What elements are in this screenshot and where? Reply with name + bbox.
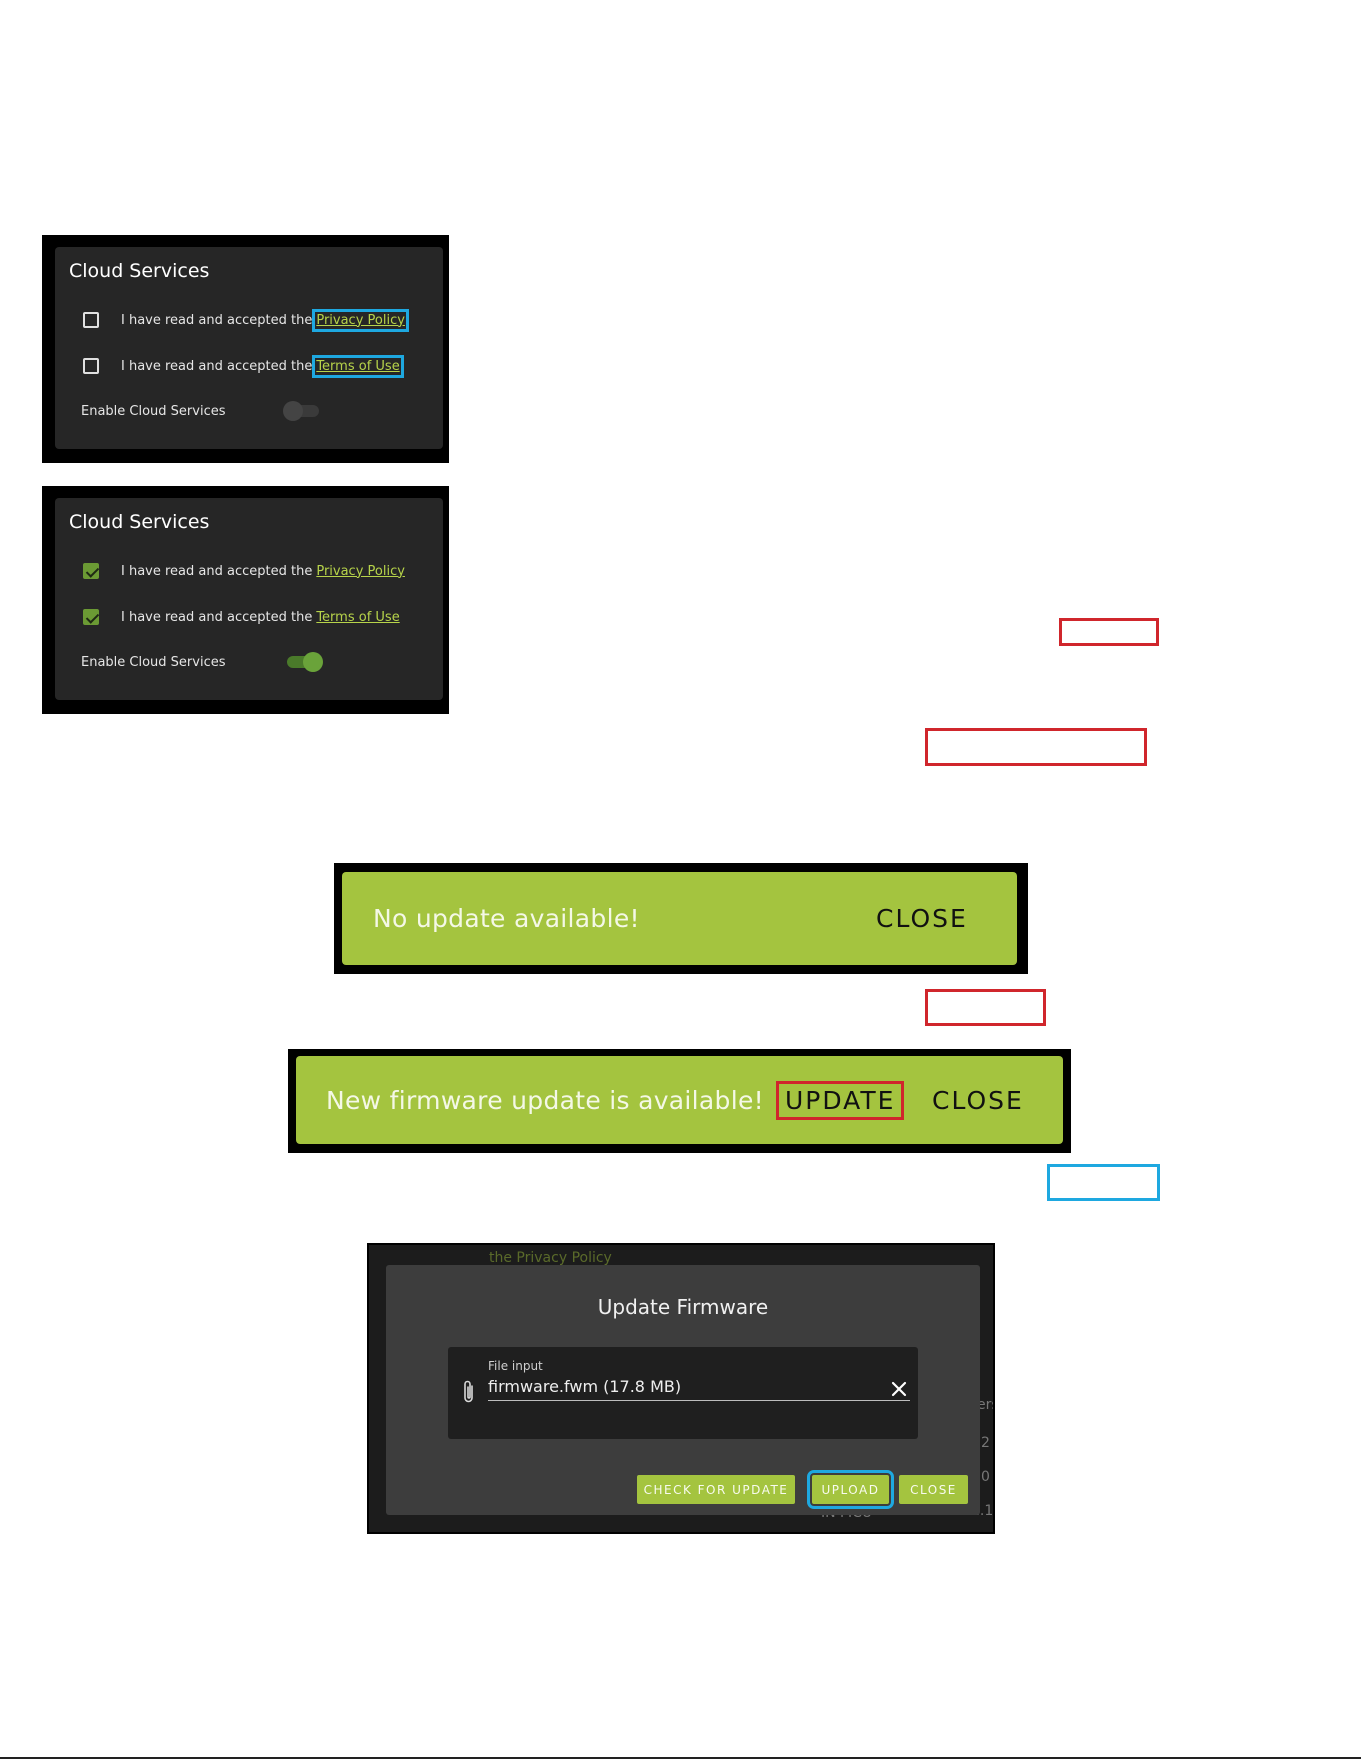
update-firmware-screenshot: the Privacy Policy ers 2 0 1.1 IN MCU Up… <box>367 1243 995 1534</box>
file-input-field[interactable]: File input firmware.fwm (17.8 MB) <box>448 1347 918 1439</box>
cloud-services-card: Cloud Services I have read and accepted … <box>55 247 443 449</box>
cloud-services-card: Cloud Services I have read and accepted … <box>55 498 443 700</box>
snackbar-no-update: No update available! CLOSE <box>334 863 1028 974</box>
annotation-box-red-3 <box>925 989 1046 1026</box>
privacy-policy-checkbox[interactable] <box>83 312 99 328</box>
page-divider <box>0 1757 1361 1759</box>
file-input-label: File input <box>488 1359 543 1373</box>
privacy-policy-checkbox[interactable] <box>83 563 99 579</box>
enable-cloud-services-toggle[interactable] <box>283 652 323 672</box>
snackbar-new-firmware: New firmware update is available! UPDATE… <box>288 1049 1071 1153</box>
snackbar-body: New firmware update is available! UPDATE… <box>296 1056 1063 1144</box>
terms-of-use-checkbox[interactable] <box>83 358 99 374</box>
annotation-box-red-2 <box>925 728 1147 766</box>
cloud-services-title: Cloud Services <box>69 260 210 282</box>
paperclip-icon <box>464 1380 473 1403</box>
snackbar-body: No update available! CLOSE <box>342 872 1017 965</box>
update-firmware-dialog: Update Firmware File input firmware.fwm … <box>386 1265 980 1515</box>
terms-of-use-text: I have read and accepted the <box>121 609 313 625</box>
enable-cloud-services-toggle[interactable] <box>283 401 323 421</box>
snackbar-message: New firmware update is available! <box>326 1085 764 1115</box>
privacy-policy-link[interactable]: Privacy Policy <box>312 308 409 332</box>
snackbar-close-button[interactable]: CLOSE <box>932 1085 1024 1115</box>
check-for-update-button[interactable]: CHECK FOR UPDATE <box>637 1475 795 1504</box>
privacy-policy-link[interactable]: Privacy Policy <box>316 563 405 579</box>
enable-cloud-services-label: Enable Cloud Services <box>81 404 226 419</box>
background-side-text: ers <box>977 1397 993 1413</box>
dialog-title: Update Firmware <box>597 1295 769 1319</box>
terms-of-use-text: I have read and accepted the <box>121 358 313 374</box>
terms-of-use-row: I have read and accepted the Terms of Us… <box>83 606 400 628</box>
annotation-box-blue <box>1047 1164 1160 1201</box>
cloud-services-panel-checked: Cloud Services I have read and accepted … <box>42 486 449 714</box>
snackbar-update-button[interactable]: UPDATE <box>776 1080 905 1120</box>
snackbar-close-button[interactable]: CLOSE <box>876 904 968 933</box>
cloud-services-panel-unchecked: Cloud Services I have read and accepted … <box>42 235 449 463</box>
terms-of-use-row: I have read and accepted the Terms of Us… <box>83 354 404 378</box>
privacy-policy-text: I have read and accepted the <box>121 563 313 579</box>
privacy-policy-row: I have read and accepted the Privacy Pol… <box>83 308 409 332</box>
toggle-knob <box>303 652 323 672</box>
file-input-value: firmware.fwm (17.8 MB) <box>488 1377 682 1396</box>
toggle-knob <box>283 401 303 421</box>
file-input-underline <box>488 1400 910 1401</box>
background-privacy-text: the Privacy Policy <box>489 1250 612 1266</box>
background-side-text: 2 <box>981 1435 990 1451</box>
snackbar-message: No update available! <box>373 904 640 933</box>
close-button[interactable]: CLOSE <box>899 1475 968 1504</box>
enable-cloud-services-label: Enable Cloud Services <box>81 655 226 670</box>
terms-of-use-link[interactable]: Terms of Use <box>316 609 400 625</box>
cloud-services-title: Cloud Services <box>69 511 210 533</box>
privacy-policy-text: I have read and accepted the <box>121 312 313 328</box>
background-side-text: 0 <box>981 1469 990 1485</box>
clear-icon[interactable] <box>891 1381 907 1397</box>
privacy-policy-row: I have read and accepted the Privacy Pol… <box>83 560 405 582</box>
terms-of-use-link[interactable]: Terms of Use <box>312 354 404 378</box>
terms-of-use-checkbox[interactable] <box>83 609 99 625</box>
upload-button[interactable]: UPLOAD <box>807 1470 894 1509</box>
annotation-box-red-1 <box>1059 618 1159 646</box>
